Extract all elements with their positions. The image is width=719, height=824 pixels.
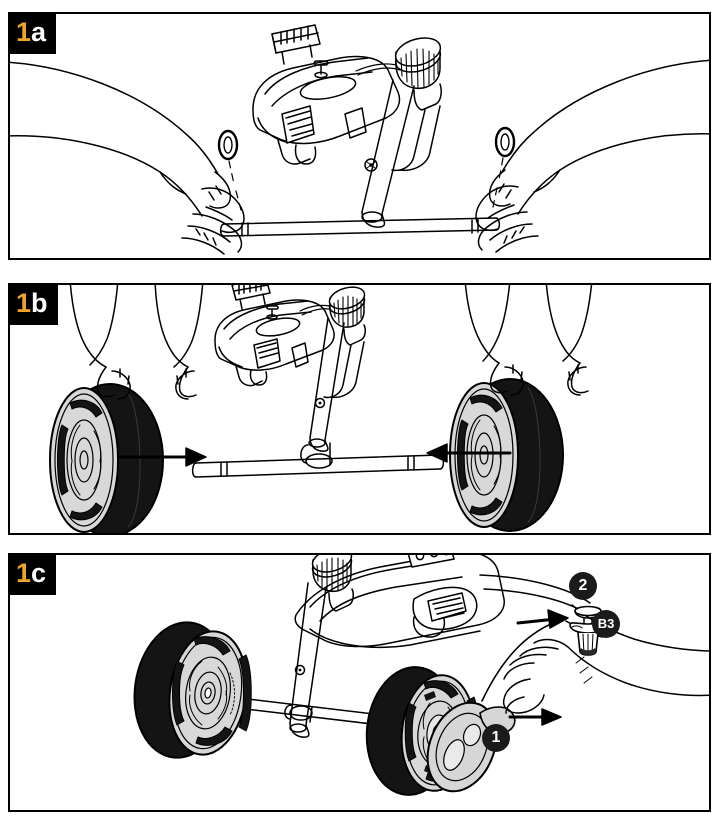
callout-badge-part-b3: B3 [593, 611, 619, 637]
arrow-left [118, 447, 207, 467]
handle-post [308, 317, 365, 452]
adjustment-knob [394, 37, 442, 111]
callout-badge-step-2-label: 2 [578, 577, 588, 594]
panel-1b-letter: b [31, 288, 48, 318]
callout-badge-step-1-label: 1 [491, 729, 501, 746]
callout-badge-part-b3-label: B3 [597, 616, 615, 631]
hand-left [10, 61, 245, 255]
axle-tube [219, 217, 501, 237]
panel-1a-label: 1a [8, 12, 57, 54]
hand-left [69, 285, 204, 400]
wheel-right [449, 378, 564, 532]
panel-1a-number: 1 [16, 17, 32, 47]
panel-1a: 1a [8, 12, 711, 260]
machine-body [214, 285, 335, 387]
panel-1b-artwork [10, 285, 709, 533]
panel-1b-number: 1 [16, 288, 32, 318]
guide-line-right [492, 157, 504, 208]
hub-cap [426, 701, 516, 793]
panel-1a-letter: a [31, 17, 47, 47]
panel-1c-artwork [10, 555, 709, 810]
leader-line [481, 620, 559, 702]
hand-right [475, 59, 709, 253]
panel-1a-artwork [10, 14, 709, 258]
machine-body [252, 24, 401, 165]
adjustment-knob [311, 555, 354, 612]
axle-tube [191, 442, 445, 478]
callout-badge-step-2: 2 [570, 573, 596, 599]
handle-post [289, 582, 327, 738]
arrow-right [426, 443, 512, 463]
guide-line-left [228, 160, 242, 211]
callout-badge-step-1: 1 [483, 725, 509, 751]
panel-1c: 1c [8, 553, 711, 812]
panel-1b-label: 1b [8, 283, 58, 325]
hand-right [464, 285, 593, 396]
wheel-left [49, 383, 164, 533]
retaining-ring-left [217, 129, 239, 161]
panel-1b: 1b [8, 283, 711, 535]
pull-arrow [508, 708, 562, 726]
panel-1c-number: 1 [16, 558, 32, 588]
wheel-left [133, 621, 252, 759]
insert-arrow [516, 609, 569, 629]
adjustment-knob [328, 286, 366, 346]
panel-1c-label: 1c [8, 553, 57, 595]
panel-1c-letter: c [31, 558, 47, 588]
handle-post [361, 79, 441, 228]
retaining-ring-right [494, 126, 516, 158]
